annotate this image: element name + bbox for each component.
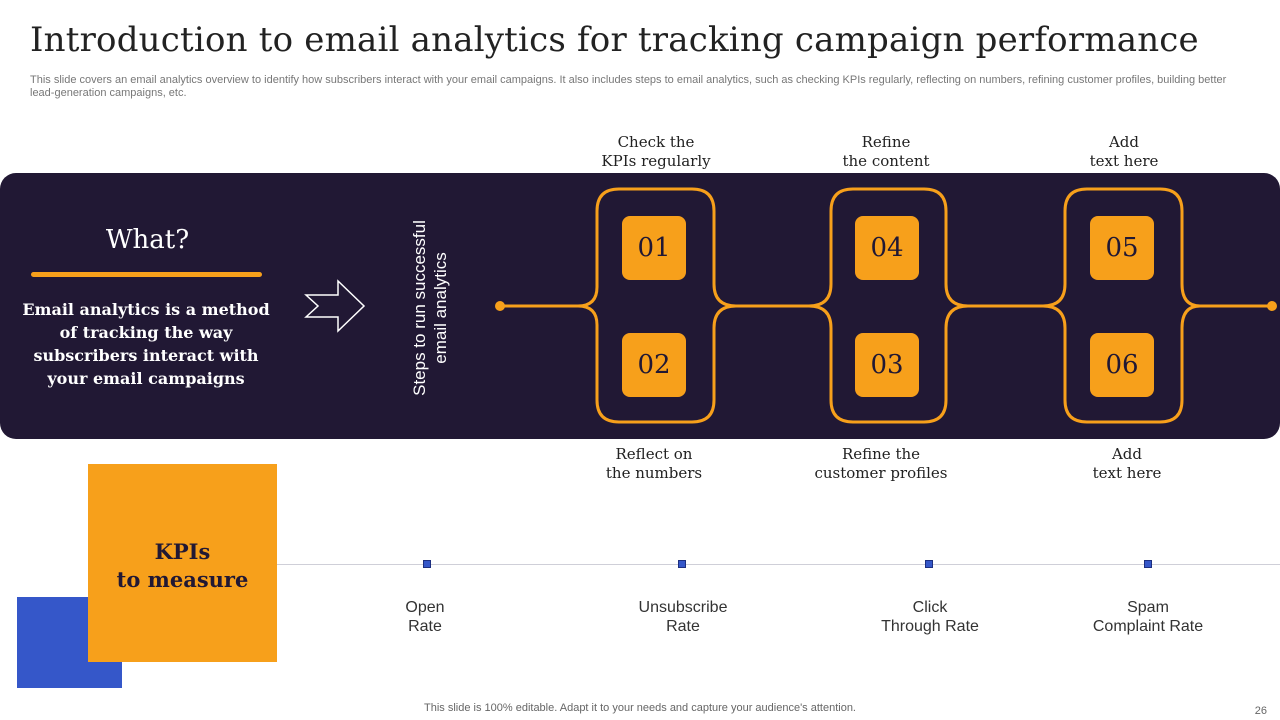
step-03-label: Refine the customer profiles — [814, 445, 948, 482]
step-04-label: Refine the content — [842, 133, 930, 170]
kpi-marker-3 — [925, 560, 933, 568]
kpi-label-open-rate: Open Rate — [405, 599, 445, 635]
kpi-label-click-through-rate: Click Through Rate — [881, 599, 979, 635]
kpi-label-spam-complaint-rate: Spam Complaint Rate — [1092, 599, 1204, 635]
kpi-heading: KPIs to measure — [116, 539, 249, 592]
kpi-box: KPIs to measure — [88, 464, 277, 662]
step-02-label: Reflect on the numbers — [605, 445, 703, 482]
what-description: Email analytics is a method of tracking … — [22, 300, 270, 388]
slide-subtitle: This slide covers an email analytics ove… — [30, 74, 1227, 99]
step-01-label: Check the KPIs regularly — [601, 133, 711, 170]
kpi-label-unsubscribe-rate: Unsubscribe Rate — [638, 599, 728, 635]
step-06-box: 06 — [1090, 333, 1154, 397]
step-03-box: 03 — [855, 333, 919, 397]
kpi-timeline — [277, 564, 1280, 565]
step-04-box: 04 — [855, 216, 919, 280]
step-05-label: Add text here — [1089, 133, 1159, 170]
slide-title: Introduction to email analytics for trac… — [30, 20, 1199, 60]
step-05-box: 05 — [1090, 216, 1154, 280]
outlined-right-arrow-icon — [304, 279, 366, 333]
page-number: 26 — [1254, 705, 1267, 717]
what-underline — [31, 272, 262, 277]
kpi-marker-1 — [423, 560, 431, 568]
slide-footer: This slide is 100% editable. Adapt it to… — [424, 702, 856, 714]
what-heading: What? — [105, 225, 190, 255]
kpi-marker-4 — [1144, 560, 1152, 568]
step-02-box: 02 — [622, 333, 686, 397]
step-06-label: Add text here — [1092, 445, 1162, 482]
kpi-marker-2 — [678, 560, 686, 568]
step-01-box: 01 — [622, 216, 686, 280]
